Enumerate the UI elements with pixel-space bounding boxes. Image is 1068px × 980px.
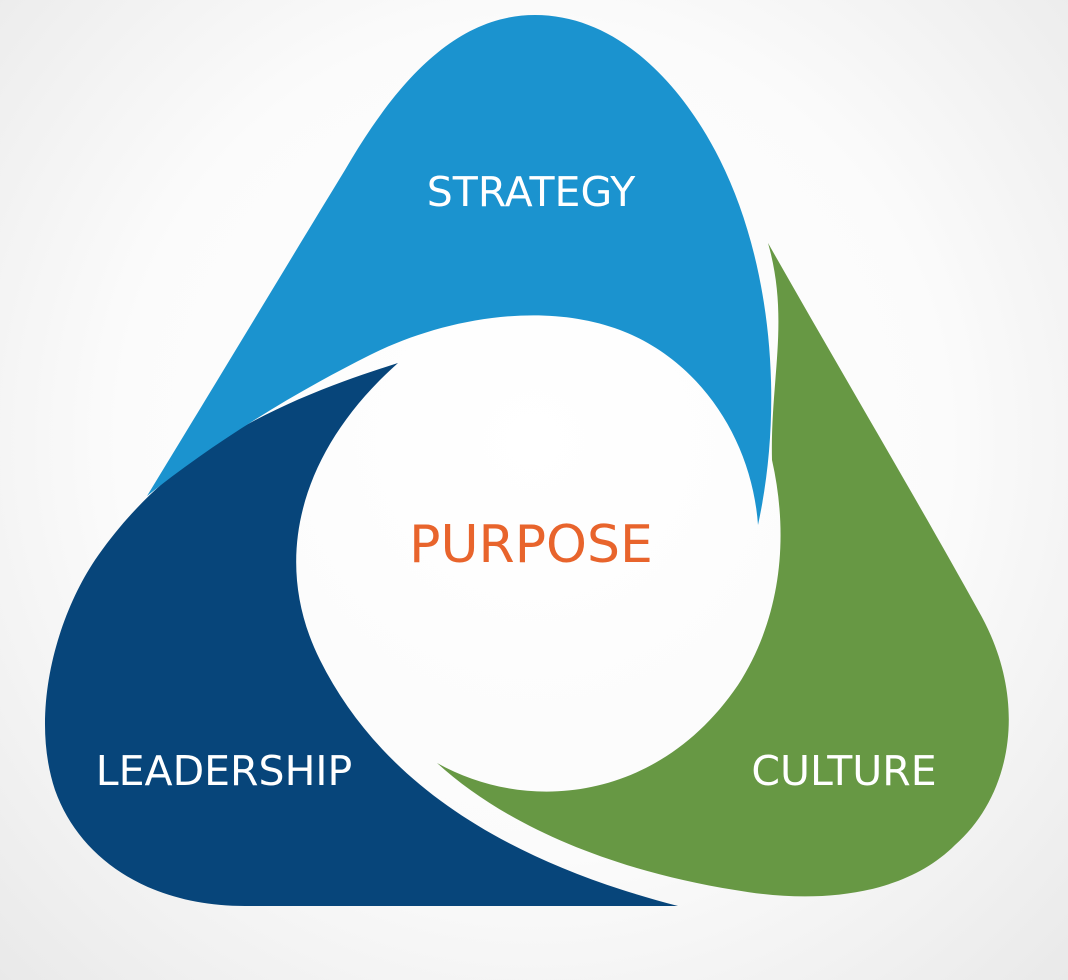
segment-label-culture: CULTURE (751, 747, 936, 795)
center-label-purpose: PURPOSE (409, 515, 653, 575)
leadership-segment (44, 363, 678, 906)
strategy-segment (147, 15, 772, 525)
segment-label-strategy: STRATEGY (427, 168, 636, 216)
culture-segment (437, 243, 1009, 897)
segment-label-leadership: LEADERSHIP (96, 747, 352, 795)
